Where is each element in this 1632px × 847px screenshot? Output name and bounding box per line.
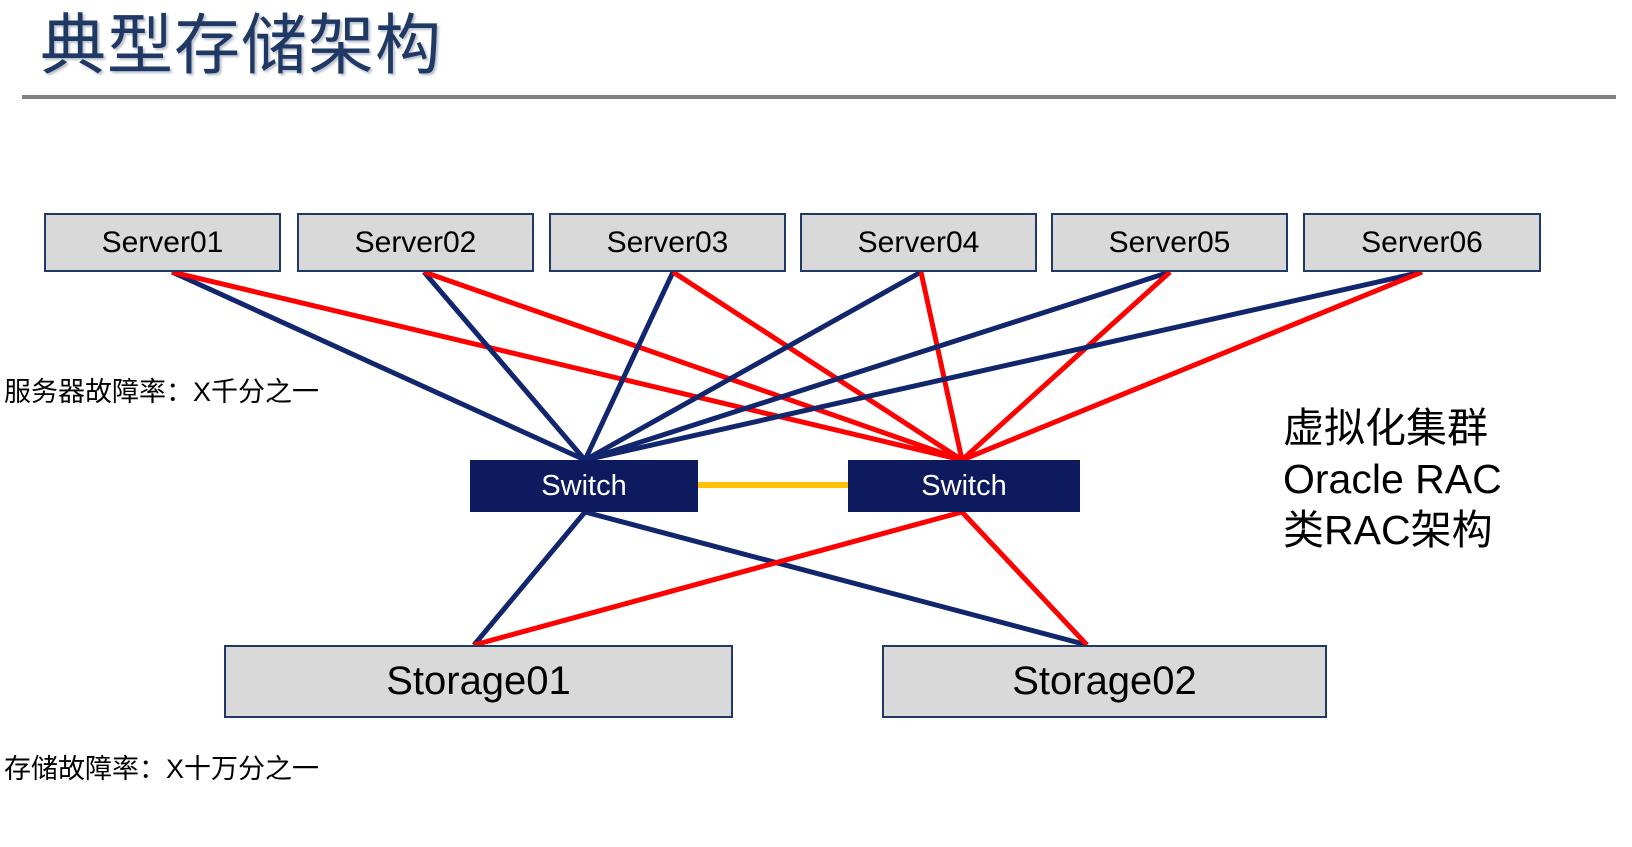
link-navy-Server05-to-switch-left xyxy=(584,269,1171,463)
link-red-Server01-to-switch-right xyxy=(171,269,963,463)
server-box-label: Server02 xyxy=(354,225,477,259)
server-box-5[interactable]: Server05 xyxy=(1051,213,1288,272)
storage-box-label: Storage02 xyxy=(1012,659,1197,703)
server-box-label: Server01 xyxy=(101,225,224,259)
cluster-note-line-3: 类RAC架构 xyxy=(1283,507,1493,553)
link-red-switch-right-to-storage01 xyxy=(473,509,963,648)
server-box-2[interactable]: Server02 xyxy=(297,213,534,272)
link-navy-Server01-to-switch-left xyxy=(170,269,587,463)
storage-box-2[interactable]: Storage02 xyxy=(882,645,1327,718)
cluster-note-line-1: 虚拟化集群 xyxy=(1283,405,1488,451)
link-red-Server03-to-switch-right xyxy=(671,269,964,463)
switch-box-2[interactable]: Switch xyxy=(848,460,1080,512)
page-title: 典型存储架构 xyxy=(40,8,442,82)
link-navy-Server03-to-switch-left xyxy=(582,270,676,462)
storage-box-1[interactable]: Storage01 xyxy=(224,645,733,718)
server-box-label: Server04 xyxy=(857,225,980,259)
link-red-Server02-to-switch-right xyxy=(423,269,963,463)
server-box-4[interactable]: Server04 xyxy=(800,213,1037,272)
switch-box-label: Switch xyxy=(921,469,1007,502)
link-red-Server05-to-switch-right xyxy=(960,270,1172,462)
server-box-3[interactable]: Server03 xyxy=(549,213,786,272)
server-box-label: Server03 xyxy=(606,225,729,259)
cluster-note-line-2: Oracle RAC xyxy=(1283,456,1502,502)
server-box-6[interactable]: Server06 xyxy=(1303,213,1541,272)
link-navy-switch-left-to-storage02 xyxy=(584,509,1088,648)
title-divider xyxy=(22,95,1616,99)
server-box-1[interactable]: Server01 xyxy=(44,213,281,272)
switch-box-1[interactable]: Switch xyxy=(470,460,698,512)
link-navy-Server04-to-switch-left xyxy=(583,269,923,463)
server-box-label: Server06 xyxy=(1361,225,1483,259)
storage-box-label: Storage01 xyxy=(386,659,571,703)
link-navy-switch-left-to-storage01 xyxy=(472,510,587,647)
link-navy-Server02-to-switch-left xyxy=(422,270,587,462)
server-failure-rate-label: 服务器故障率：X千分之一 xyxy=(4,377,320,407)
storage-failure-rate-label: 存储故障率：X十万分之一 xyxy=(4,754,320,784)
server-box-label: Server05 xyxy=(1108,225,1231,259)
switch-box-label: Switch xyxy=(541,469,627,502)
link-red-Server04-to-switch-right xyxy=(918,271,965,461)
link-red-switch-right-to-storage02 xyxy=(960,510,1089,647)
cluster-note: 虚拟化集群 Oracle RAC 类RAC架构 xyxy=(1283,403,1502,556)
